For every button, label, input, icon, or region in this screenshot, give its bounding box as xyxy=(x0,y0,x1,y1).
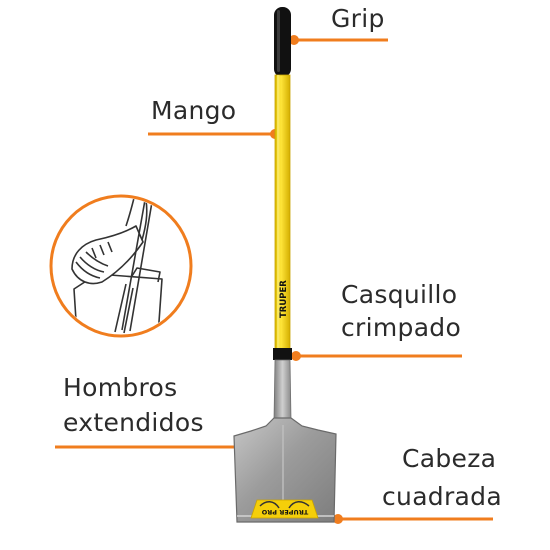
label-cabeza-line2: cuadrada xyxy=(382,482,502,511)
grip-leader-dot xyxy=(289,35,299,45)
label-mango-text: Mango xyxy=(151,96,237,125)
label-casquillo-line1: Casquillo xyxy=(341,280,458,309)
label-casquillo-crimpado: Casquillo crimpado xyxy=(341,278,461,344)
inset-step-detail xyxy=(49,194,193,338)
label-cabeza-cuadrada: Cabeza cuadrada xyxy=(382,440,502,516)
cabeza-leader-dot xyxy=(333,514,343,524)
label-hombros-line1: Hombros xyxy=(63,373,178,402)
label-casquillo-line2: crimpado xyxy=(341,313,462,342)
label-mango: Mango xyxy=(151,96,236,126)
ferrule-band xyxy=(273,348,292,360)
label-hombros-line2: extendidos xyxy=(63,408,204,437)
label-grip-text: Grip xyxy=(331,4,385,33)
handle-brand-text: TRUPER xyxy=(279,280,289,318)
label-cabeza-line1: Cabeza xyxy=(402,444,497,473)
casquillo-leader-dot xyxy=(291,351,301,361)
grip-shape xyxy=(274,7,291,77)
label-hombros-extendidos: Hombros extendidos xyxy=(63,370,204,440)
blade-shape xyxy=(233,417,337,523)
label-grip: Grip xyxy=(331,4,385,34)
ferrule-shaft xyxy=(273,359,292,421)
blade-sticker xyxy=(250,499,319,519)
blade-sticker-text: TRUPER PRO xyxy=(261,508,308,516)
